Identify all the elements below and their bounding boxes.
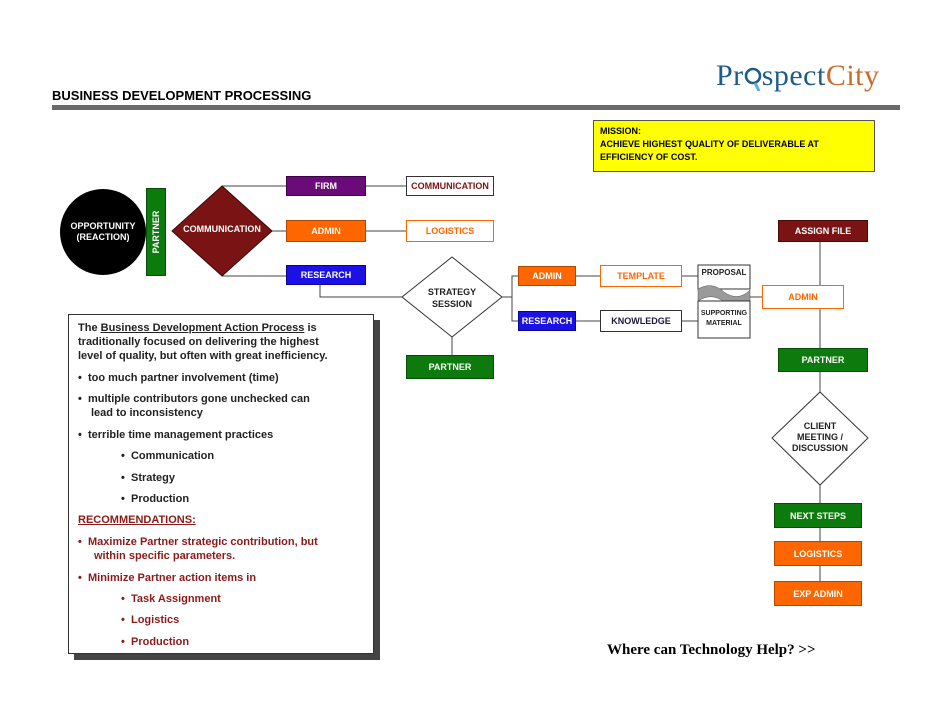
- firm-box: FIRM: [286, 176, 366, 196]
- technology-help-link[interactable]: Where can Technology Help? >>: [607, 642, 816, 658]
- sub-bullet: • Communication: [121, 450, 215, 462]
- logistics-box: LOGISTICS: [406, 220, 494, 242]
- proposal-label: PROPOSAL: [701, 268, 747, 277]
- assign-file-box: ASSIGN FILE: [778, 220, 868, 242]
- mission-line1: ACHIEVE HIGHEST QUALITY OF DELIVERABLE A…: [600, 139, 819, 149]
- magnifier-o-icon: [744, 65, 762, 91]
- research2-box: RESEARCH: [518, 311, 576, 331]
- bullet-item: • too much partner involvement (time): [78, 372, 279, 384]
- strategy-diamond: [401, 256, 503, 338]
- client-diamond: [771, 391, 869, 486]
- header-divider: [52, 105, 900, 110]
- sub-bullet: • Production: [121, 493, 190, 505]
- partner-vertical-label: PARTNER: [151, 210, 161, 254]
- admin3-box: ADMIN: [762, 285, 844, 309]
- partner-mid-box: PARTNER: [406, 355, 494, 379]
- rec-sub-bullet: • Production: [121, 636, 190, 648]
- intro-line1: The Business Development Action Process …: [78, 322, 317, 334]
- mission-label: MISSION:: [600, 126, 642, 136]
- partner-right-box: PARTNER: [778, 348, 868, 372]
- recommendations-heading: RECOMMENDATIONS:: [78, 514, 196, 526]
- logistics2-box: LOGISTICS: [774, 541, 862, 566]
- diamond-communication-label: COMMUNICATION: [183, 224, 261, 234]
- admin-box: ADMIN: [286, 220, 366, 242]
- knowledge-box: KNOWLEDGE: [600, 310, 682, 332]
- rec-item-cont: within specific parameters.: [94, 550, 236, 562]
- supporting-material-label: SUPPORTING MATERIAL: [700, 310, 748, 327]
- bullet-item: • terrible time management practices: [78, 429, 274, 441]
- opportunity-circle: OPPORTUNITY (REACTION): [60, 189, 146, 275]
- rec-item: • Minimize Partner action items in: [78, 572, 257, 584]
- sub-bullet: • Strategy: [121, 472, 176, 484]
- intro-line3: level of quality, but often with great i…: [78, 350, 328, 362]
- research-box: RESEARCH: [286, 265, 366, 285]
- admin2-box: ADMIN: [518, 266, 576, 286]
- communication-box: COMMUNICATION: [406, 176, 494, 196]
- mission-line2: EFFICIENCY OF COST.: [600, 152, 698, 162]
- bullet-item-cont: lead to inconsistency: [91, 407, 203, 419]
- rec-sub-bullet: • Task Assignment: [121, 593, 221, 605]
- strategy-session-label: STRATEGY SESSION: [427, 287, 477, 309]
- exp-admin-box: EXP ADMIN: [774, 581, 862, 606]
- communication-diamond: [171, 185, 273, 277]
- client-meeting-label: CLIENT MEETING / DISCUSSION: [791, 421, 848, 453]
- page-title: BUSINESS DEVELOPMENT PROCESSING: [52, 88, 312, 103]
- rec-sub-bullet: • Logistics: [121, 614, 180, 626]
- bullet-item: • multiple contributors gone unchecked c…: [78, 393, 310, 405]
- partner-vertical-box: PARTNER: [146, 188, 166, 276]
- text-panel: The Business Development Action Process …: [68, 314, 374, 654]
- next-steps-box: NEXT STEPS: [774, 503, 862, 528]
- template-box: TEMPLATE: [600, 265, 682, 287]
- mission-box: MISSION: ACHIEVE HIGHEST QUALITY OF DELI…: [593, 120, 875, 172]
- rec-item: • Maximize Partner strategic contributio…: [78, 536, 318, 548]
- intro-line2: traditionally focused on delivering the …: [78, 336, 319, 348]
- opportunity-label: OPPORTUNITY: [70, 221, 136, 231]
- prospectcity-logo: Pr spectCity: [716, 59, 880, 92]
- reaction-label: (REACTION): [76, 232, 130, 242]
